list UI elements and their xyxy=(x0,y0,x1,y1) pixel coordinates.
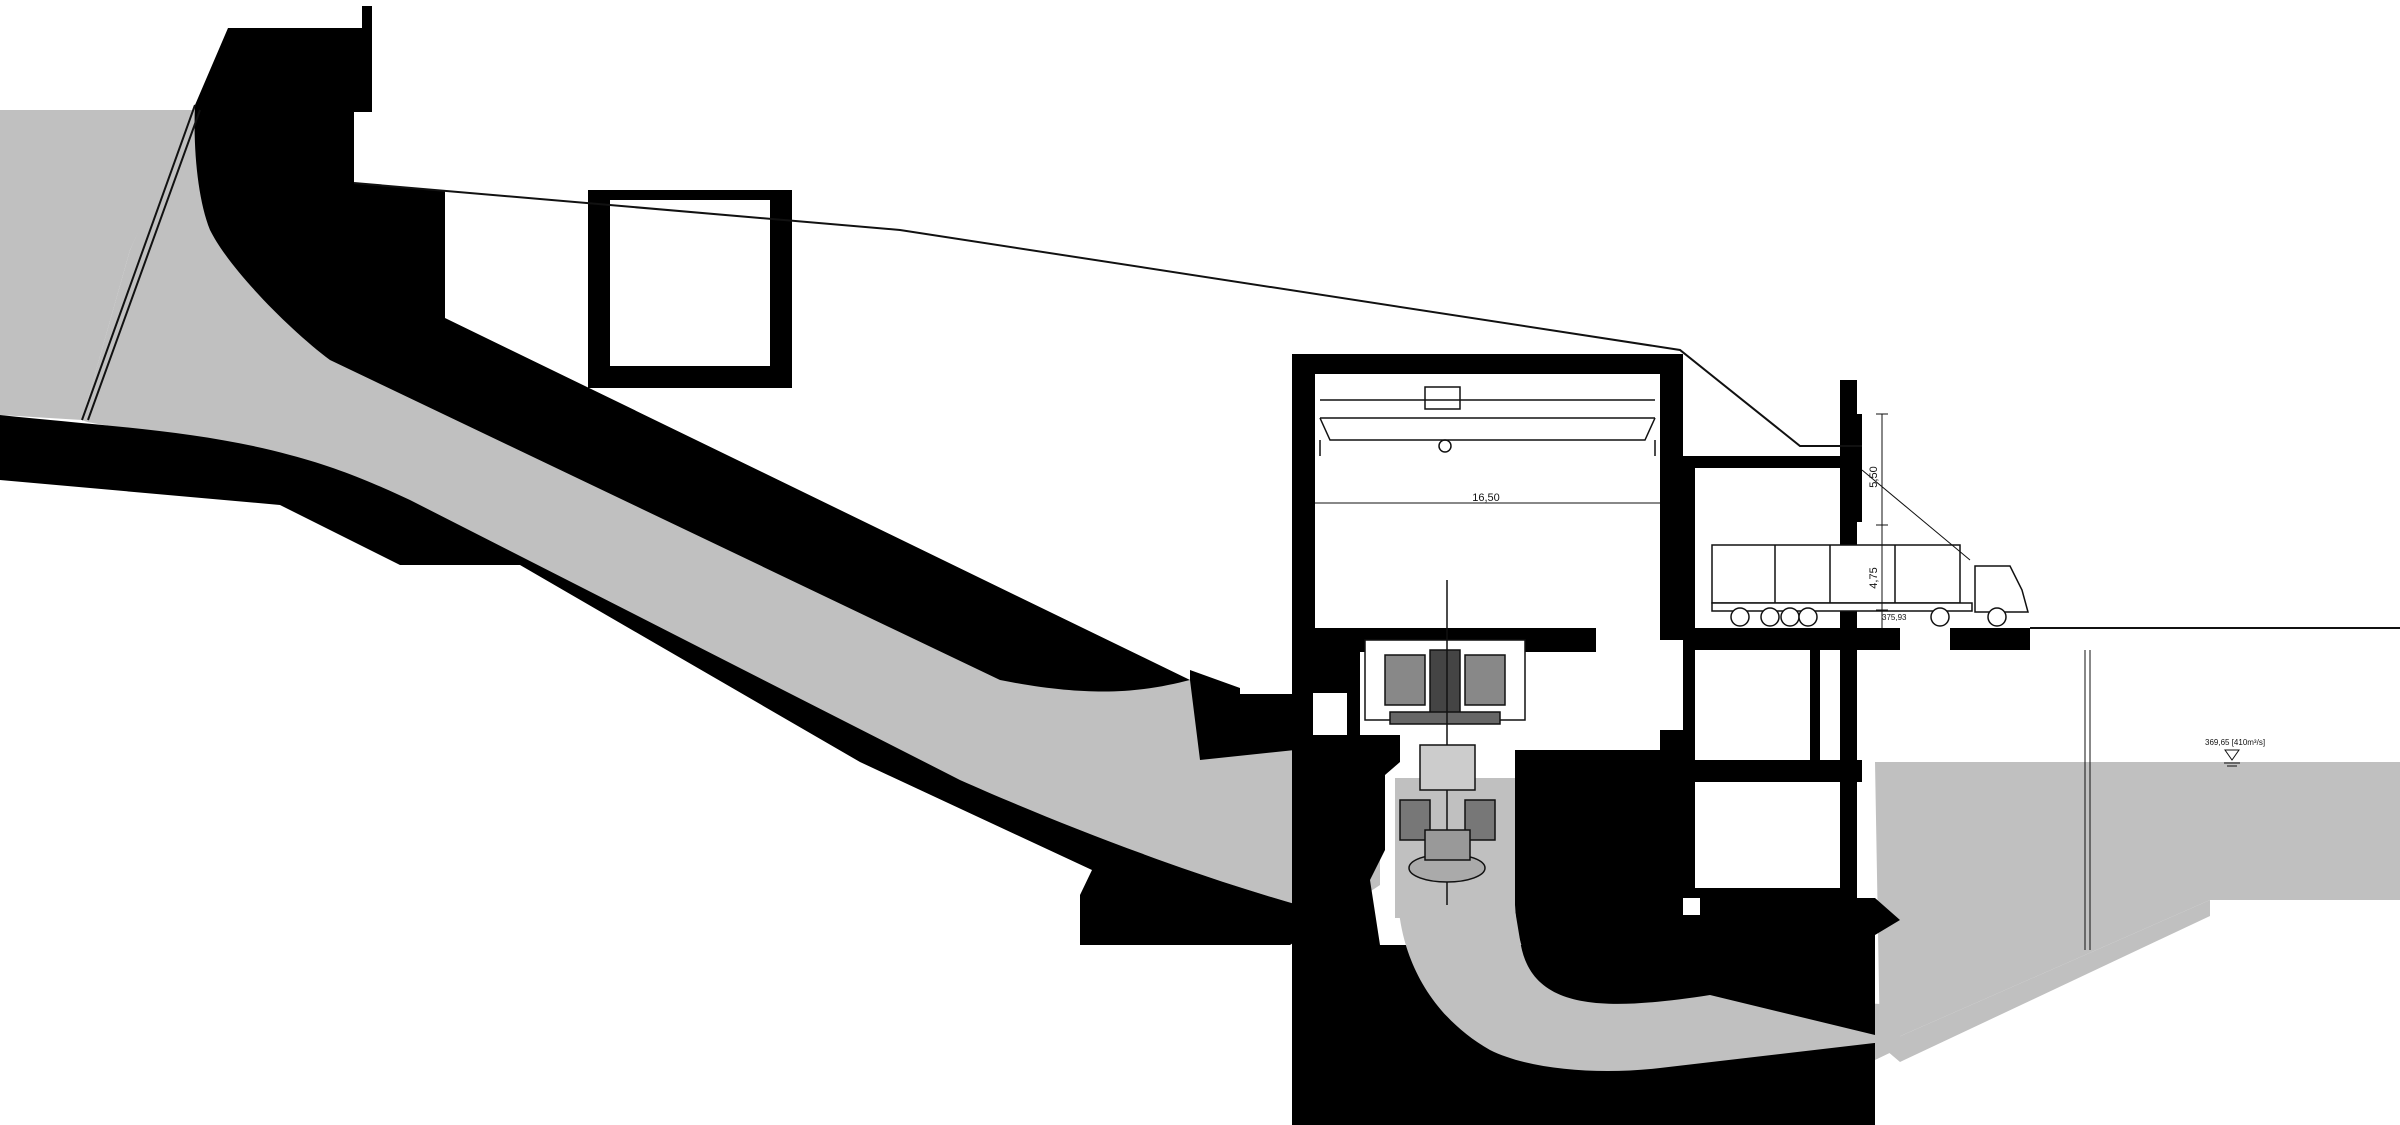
truck-trailer xyxy=(1711,544,1961,604)
gate-crossbeam xyxy=(1800,456,1862,468)
water-level-marker: 369,65 [410m³/s] xyxy=(2205,738,2265,767)
terrain-and-ground-lines xyxy=(81,104,2400,950)
road-deck xyxy=(1840,628,1900,650)
concrete-structure xyxy=(0,6,1900,1125)
turbine-generator-unit xyxy=(1364,580,1526,905)
spiral-casing-right xyxy=(1464,799,1496,841)
upstream-reservoir xyxy=(0,110,195,420)
penstock-slab xyxy=(1190,670,1295,760)
substructure-opening xyxy=(1313,693,1347,735)
wheel-5 xyxy=(1930,607,1950,627)
overhead-crane xyxy=(1315,386,1660,504)
upper-height-label: 5,50 xyxy=(1868,466,1880,487)
trailer-chassis xyxy=(1711,602,1973,612)
wheel-3 xyxy=(1780,607,1800,627)
transport-truck xyxy=(1711,544,2029,627)
guide-vanes xyxy=(1424,829,1471,861)
intake-slope-line-1 xyxy=(81,104,196,421)
wheel-4 xyxy=(1798,607,1818,627)
tailwater xyxy=(1875,762,2400,1045)
intake-structure xyxy=(194,6,1191,692)
draft-tube-water-top xyxy=(1397,880,1900,1071)
terrain-line xyxy=(353,182,1862,447)
truck-cab xyxy=(1974,565,2029,613)
generator-stator-left xyxy=(1384,654,1426,706)
bridge-pier xyxy=(1950,628,2030,650)
intake-slope-line-2 xyxy=(87,109,201,421)
penstock-floor xyxy=(0,415,1335,945)
crane-span-label: 16,50 xyxy=(1472,492,1500,504)
water-level-triangle-icon xyxy=(2224,749,2240,761)
crane-girder-bottom xyxy=(1319,417,1656,441)
vertical-dimensions xyxy=(1861,413,1971,628)
wheel-6 xyxy=(1987,607,2007,627)
water-level-label: 369,65 [410m³/s] xyxy=(2205,738,2265,747)
lower-height-label: 4,75 xyxy=(1868,567,1880,588)
turbine-head-cover xyxy=(1419,744,1476,791)
draft-tube-outlet xyxy=(1880,900,2210,1062)
generator-rotor xyxy=(1429,649,1461,716)
wheel-2 xyxy=(1760,607,1780,627)
gate-chamber xyxy=(588,190,792,388)
generator-base xyxy=(1389,711,1501,725)
crane-cable xyxy=(1861,469,1971,561)
generator-stator-right xyxy=(1464,654,1506,706)
service-column xyxy=(1810,650,1820,765)
crane-hook-icon xyxy=(1438,439,1452,453)
road-level-label: 375,93 xyxy=(1882,613,1907,622)
service-building-frame xyxy=(1683,456,1895,898)
wheel-1 xyxy=(1730,607,1750,627)
crane-trolley xyxy=(1424,386,1461,410)
service-building xyxy=(1683,414,2030,898)
substructure-right xyxy=(1395,380,1900,1125)
